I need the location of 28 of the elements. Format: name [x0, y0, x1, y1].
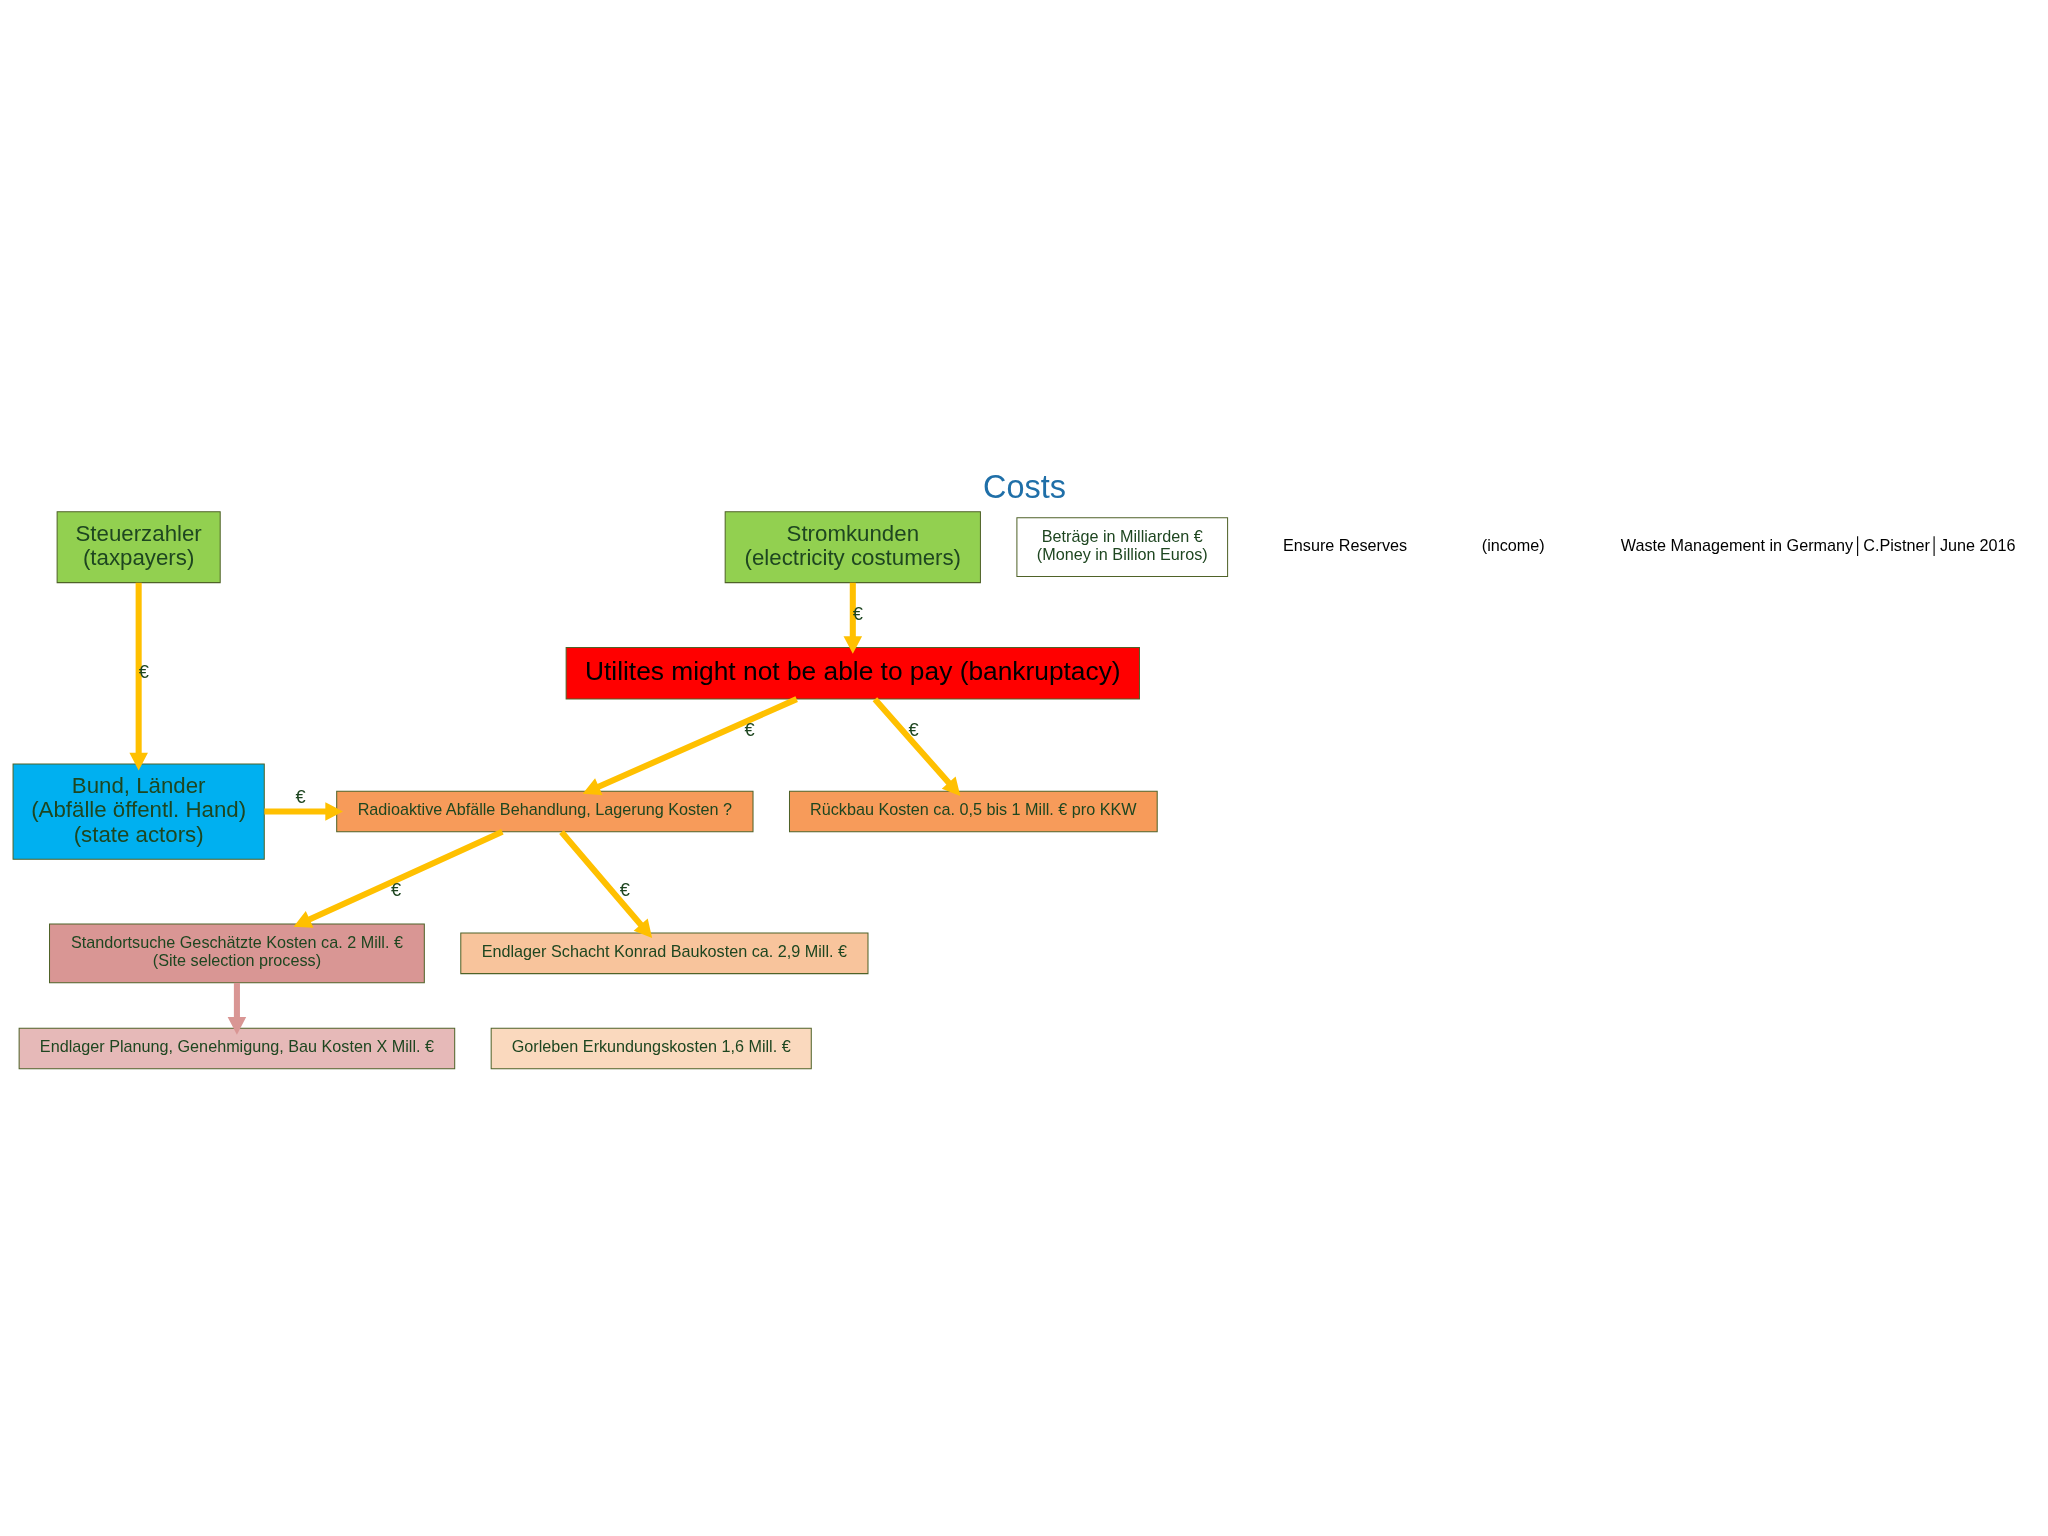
label: (income) — [1481, 535, 1545, 554]
node-box: Bund, Länder (Abfälle öffentl. Hand) (state actors) — [12, 762, 265, 860]
arrow — [582, 695, 798, 795]
node-box: Endlager Schacht Konrad Baukosten ca. 2,9 Mill. € — [459, 932, 868, 974]
diagram-title: Costs — [982, 468, 1066, 505]
arrow — [843, 582, 862, 654]
arrow — [293, 828, 504, 928]
arrow — [263, 801, 343, 821]
node-box: Radioaktive Abfälle Behandlung, Lagerung Kosten ? — [335, 790, 754, 832]
arrow — [128, 582, 148, 770]
node-box: Gorleben Erkundungskosten 1,6 Mill. € — [490, 1027, 812, 1069]
node-box: Endlager Planung, Genehmigung, Bau Kosten X Mill. € — [18, 1027, 455, 1069]
label: Ensure Reserves — [1282, 535, 1407, 554]
edge-label: € — [390, 878, 401, 900]
arrow — [558, 829, 652, 938]
edge-label: € — [294, 785, 306, 807]
arrow — [872, 696, 960, 796]
node-box: Utilites might not be able to pay (bankruptacy) — [565, 646, 1140, 700]
edge-label: € — [619, 878, 630, 900]
edge-label: € — [908, 718, 919, 740]
node-box: Rückbau Kosten ca. 0,5 bis 1 Mill. € pro KKW — [788, 790, 1158, 832]
node-box: Standortsuche Geschätzte Kosten ca. 2 Mill. € (Site selection process) — [48, 923, 425, 983]
node-box: Beträge in Milliarden € (Money in Billion Euros) — [1015, 516, 1228, 577]
edge-label: € — [743, 718, 755, 740]
label: Waste Management in Germany│C.Pistner│June 2016 — [1620, 535, 2016, 554]
node-box: Steuerzahler (taxpayers) — [56, 510, 221, 583]
arrow — [227, 982, 246, 1035]
node-box: Stromkunden (electricity costumers) — [724, 510, 981, 583]
